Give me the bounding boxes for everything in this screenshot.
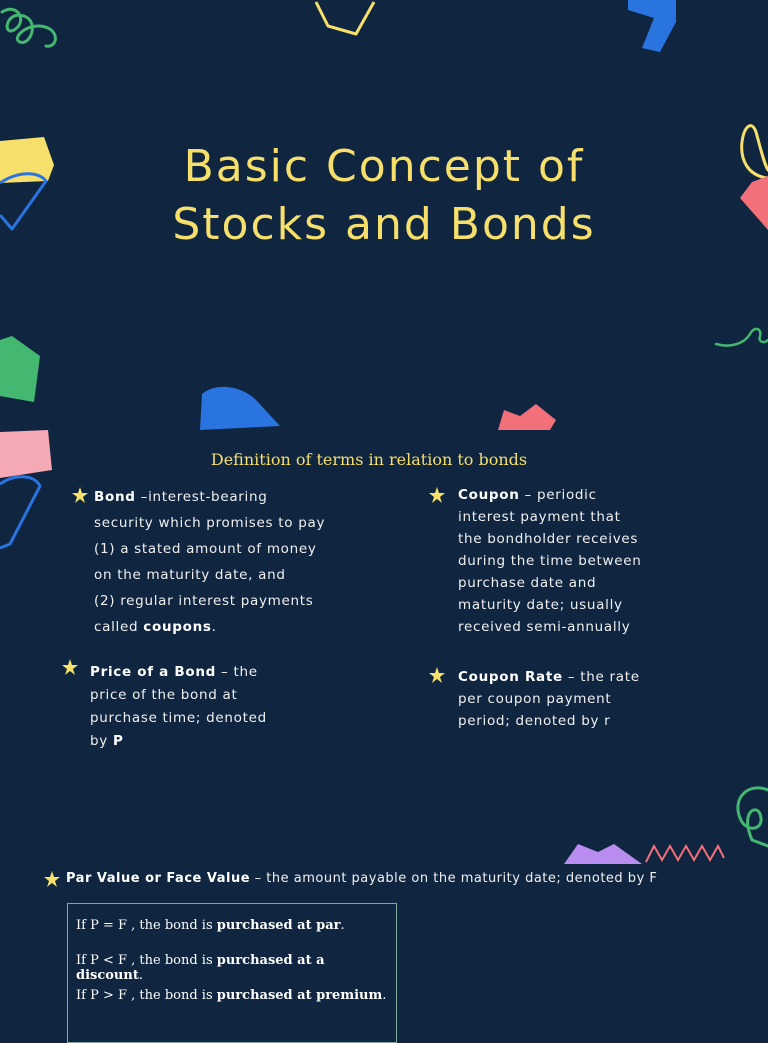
- price-of-bond-definition: Price of a Bond – the price of the bond …: [90, 664, 267, 749]
- green-squiggle-decoration: [0, 7, 57, 48]
- coupon-rate-term: Coupon Rate: [458, 669, 563, 685]
- star-bullet-icon: [429, 487, 445, 503]
- yellow-loop-and-pink-shape: [740, 124, 768, 230]
- price-symbol: P: [112, 733, 124, 749]
- title-line-2: Stocks and Bonds: [172, 199, 596, 250]
- title-line-1: Basic Concept of: [183, 141, 585, 192]
- coupon-definition: Coupon – periodic interest payment that …: [458, 487, 642, 635]
- rule-par: If P = F , the bond is purchased at par.: [76, 918, 345, 933]
- coupons-bold: coupons: [143, 619, 212, 635]
- star-bullet-icon: [429, 667, 445, 683]
- green-loop-decoration: [736, 786, 768, 848]
- star-bullet-icon: [62, 659, 78, 675]
- par-value-definition: Par Value or Face Value – the amount pay…: [66, 871, 658, 886]
- coupon-term: Coupon: [458, 487, 520, 503]
- section-subtitle: Definition of terms in relation to bonds: [210, 450, 528, 469]
- page-title: Basic Concept of Stocks and Bonds: [0, 138, 768, 254]
- star-bullet-icon: [72, 487, 88, 503]
- blue-block-shape: [628, 0, 676, 52]
- pricing-rules-box: If P = F , the bond is purchased at par.…: [67, 903, 397, 1043]
- price-of-bond-term: Price of a Bond: [90, 664, 217, 680]
- blue-semicircle-shape: [200, 386, 280, 430]
- green-curl-decoration: [714, 327, 768, 347]
- par-value-term: Par Value or Face Value: [66, 871, 251, 886]
- pink-zigzag-shape: [498, 404, 556, 430]
- purple-and-pink-bottom-shape: [564, 843, 725, 864]
- rule-discount: If P < F , the bond is purchased at a di…: [76, 953, 325, 983]
- yellow-blob-shape: [0, 137, 54, 231]
- bond-definition: Bond –interest-bearing security which pr…: [94, 489, 326, 635]
- yellow-outline-shape: [314, 1, 376, 36]
- pink-and-blue-left-shape: [0, 430, 52, 550]
- green-block-shape: [0, 336, 40, 402]
- star-bullet-icon: [44, 871, 60, 887]
- coupon-rate-definition: Coupon Rate – the rate per coupon paymen…: [458, 669, 640, 729]
- bond-term: Bond: [94, 489, 136, 505]
- rule-premium: If P > F , the bond is purchased at prem…: [76, 988, 387, 1003]
